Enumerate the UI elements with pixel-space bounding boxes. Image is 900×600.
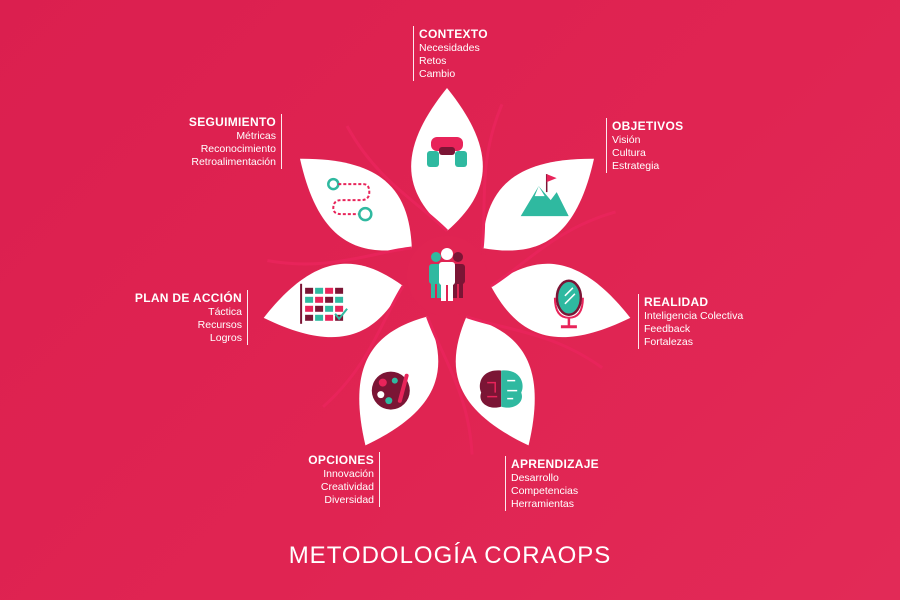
label-item: Retos [419, 55, 447, 67]
label-title: OBJETIVOS [612, 119, 684, 133]
label-contexto: CONTEXTO Necesidades Retos Cambio [413, 26, 488, 81]
label-title: PLAN DE ACCIÓN [134, 291, 242, 305]
petal-ribbon [480, 103, 504, 249]
label-item: Feedback [644, 323, 691, 335]
petal-ribbon [345, 125, 449, 233]
label-item: Inteligencia Colectiva [644, 310, 744, 322]
label-title: CONTEXTO [419, 27, 488, 41]
label-item: Herramientas [511, 498, 575, 510]
petal-contexto [411, 88, 483, 231]
label-item: Desarrollo [511, 472, 559, 484]
label-aprendizaje: APRENDIZAJE Desarrollo Competencias Herr… [505, 456, 599, 511]
label-objetivos: OBJETIVOS Visión Cultura Estrategia [606, 118, 683, 173]
petal-plan [263, 263, 404, 338]
petal-ribbon [490, 210, 616, 288]
label-title: OPCIONES [308, 453, 374, 467]
label-item: Competencias [511, 485, 579, 497]
label-title: APRENDIZAJE [511, 457, 599, 471]
mountain-flag-icon [520, 174, 569, 217]
page-title: METODOLOGÍA CORAOPS [288, 542, 612, 569]
handshake-icon [427, 137, 467, 167]
label-item: Métricas [236, 130, 276, 142]
label-item: Táctica [208, 306, 242, 318]
label-item: Innovación [323, 468, 374, 480]
label-opciones: OPCIONES Innovación Creatividad Diversid… [308, 452, 380, 507]
label-plan-de-accion: PLAN DE ACCIÓN Táctica Recursos Logros [135, 290, 248, 345]
label-item: Creatividad [320, 481, 374, 493]
petal-seguimiento [300, 158, 412, 251]
label-item: Recursos [197, 319, 242, 331]
label-realidad: REALIDAD Inteligencia Colectiva Feedback… [638, 294, 743, 349]
path-icon [327, 177, 373, 222]
label-item: Estrategia [612, 160, 660, 172]
label-title: SEGUIMIENTO [188, 115, 276, 129]
label-title: REALIDAD [644, 295, 709, 309]
petal-ribbon [466, 315, 604, 369]
mirror-icon [553, 279, 584, 329]
petal-icons [300, 137, 584, 410]
label-item: Logros [209, 332, 242, 344]
palette-icon [371, 371, 410, 410]
label-item: Cultura [612, 147, 646, 159]
label-item: Diversidad [324, 494, 374, 506]
petal-ribbon [426, 316, 474, 455]
label-seguimiento: SEGUIMIENTO Métricas Reconocimiento Retr… [189, 114, 282, 169]
label-item: Reconocimiento [200, 143, 276, 155]
brain-icon [479, 370, 523, 408]
petal-ribbon [322, 285, 405, 409]
label-item: Visión [612, 134, 641, 146]
checklist-icon [300, 283, 348, 324]
label-item: Fortalezas [644, 336, 694, 348]
label-item: Retroalimentación [191, 156, 276, 168]
label-item: Cambio [419, 68, 456, 80]
label-item: Necesidades [419, 42, 480, 54]
petal-ribbon [267, 246, 412, 266]
people-group-icon [429, 248, 465, 301]
